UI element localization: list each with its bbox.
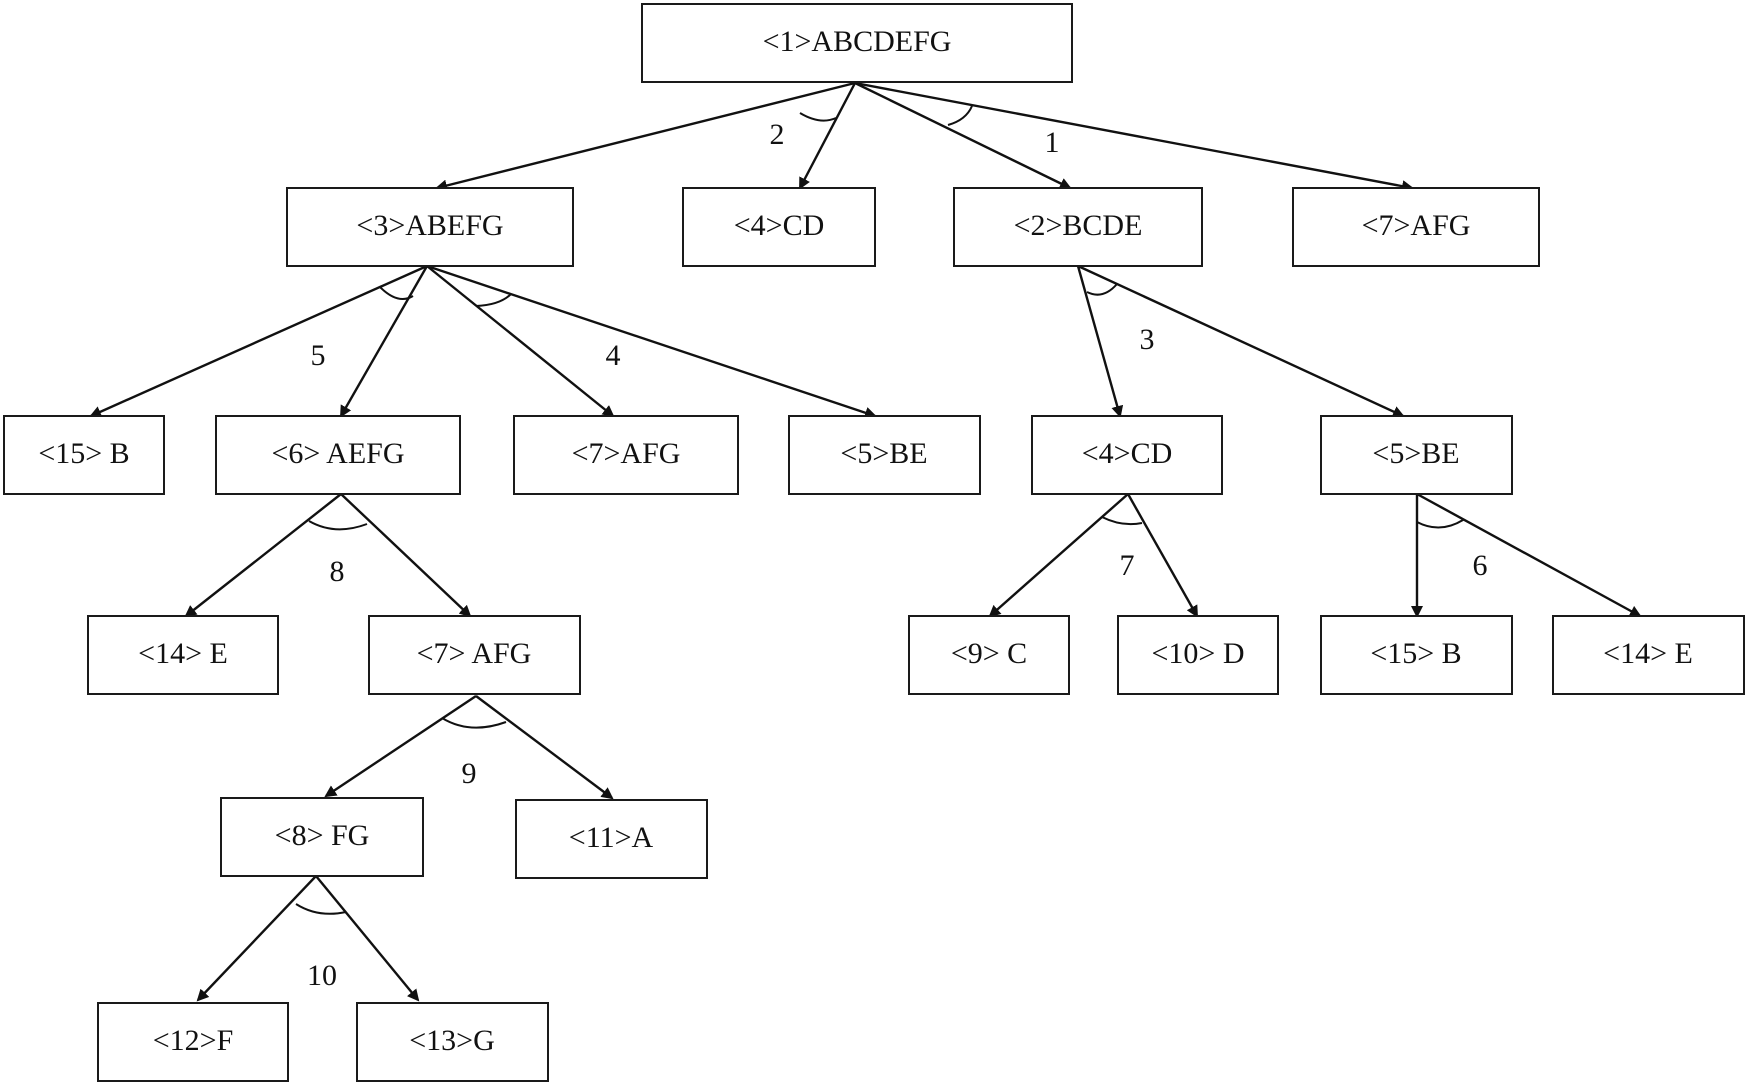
- edge-n8-n12: [196, 875, 317, 1002]
- node-label: <4>CD: [734, 209, 825, 242]
- node-label: <13>G: [409, 1024, 495, 1057]
- edge-n2-n4b: [1076, 265, 1124, 418]
- edge-n6-n7c: [340, 493, 472, 618]
- node-n6: <6> AEFG: [215, 415, 461, 495]
- and-arc-5: [379, 286, 414, 300]
- node-label: <14> E: [138, 637, 228, 670]
- and-arc-9: [441, 717, 507, 729]
- node-label: <9> C: [951, 637, 1027, 670]
- connector-label-3: 3: [1140, 323, 1155, 356]
- node-n2: <2>BCDE: [953, 187, 1203, 267]
- node-n9: <9> C: [908, 615, 1070, 695]
- and-arc-1: [947, 105, 973, 126]
- node-n7b: <7>AFG: [513, 415, 739, 495]
- edge-n1-n3: [435, 81, 856, 192]
- and-arc-4: [475, 293, 512, 307]
- edge-n5b-n14b: [1416, 492, 1642, 618]
- node-n4a: <4>CD: [682, 187, 876, 267]
- edge-n3-n5a: [426, 264, 877, 419]
- edge-n1-n7a: [854, 81, 1414, 193]
- node-label: <15> B: [1370, 637, 1461, 670]
- connector-label-9: 9: [462, 757, 477, 790]
- and-arc-7: [1101, 516, 1143, 526]
- edge-n1-n4a: [798, 82, 857, 190]
- edge-n6-n14a: [184, 493, 342, 618]
- node-label: <4>CD: [1082, 437, 1173, 470]
- node-label: <5>BE: [840, 437, 927, 470]
- connector-label-6: 6: [1473, 549, 1488, 582]
- node-n8: <8> FG: [220, 797, 424, 877]
- node-n10: <10> D: [1117, 615, 1279, 695]
- node-n3: <3>ABEFG: [286, 187, 574, 267]
- edge-n4b-n10: [1126, 493, 1199, 618]
- and-arc-3: [1086, 283, 1118, 296]
- edge-n2-n5b: [1077, 264, 1405, 418]
- node-n15b: <15> B: [1320, 615, 1513, 695]
- node-label: <14> E: [1603, 637, 1693, 670]
- node-label: <7> AFG: [417, 637, 532, 670]
- connector-label-5: 5: [311, 339, 326, 372]
- connector-labels: 2 1 5 4 3 8 7 6 9 10: [307, 118, 1488, 992]
- node-n12: <12>F: [97, 1002, 289, 1082]
- node-label: <2>BCDE: [1014, 209, 1143, 242]
- node-n7a: <7>AFG: [1292, 187, 1540, 267]
- and-arc-8: [308, 520, 368, 531]
- and-arc-2: [799, 112, 837, 122]
- connector-label-7: 7: [1120, 549, 1135, 582]
- edges: [89, 81, 1642, 1002]
- and-arcs: [295, 105, 1464, 915]
- node-label: <7>AFG: [1362, 209, 1471, 242]
- node-label: <3>ABEFG: [356, 209, 503, 242]
- node-n5b: <5>BE: [1320, 415, 1513, 495]
- node-n1: <1>ABCDEFG: [641, 3, 1073, 83]
- edge-n4b-n9: [988, 493, 1129, 618]
- connector-label-10: 10: [307, 959, 337, 992]
- edge-n3-n7b: [426, 265, 615, 418]
- node-n13: <13>G: [356, 1002, 549, 1082]
- edge-n8-n13: [315, 875, 420, 1002]
- node-n5a: <5>BE: [788, 415, 981, 495]
- node-label: <7>AFG: [572, 437, 681, 470]
- node-label: <10> D: [1151, 637, 1244, 670]
- node-n4b: <4>CD: [1031, 415, 1223, 495]
- edge-n1-n2: [854, 81, 1072, 190]
- and-arc-10: [295, 903, 347, 915]
- edge-n3-n6: [339, 265, 429, 418]
- node-label: <8> FG: [275, 819, 370, 852]
- node-label: <11>A: [569, 821, 654, 854]
- connector-label-2: 2: [770, 118, 785, 151]
- node-n14a: <14> E: [87, 615, 279, 695]
- node-n11: <11>A: [515, 799, 708, 879]
- connector-label-8: 8: [330, 555, 345, 588]
- node-label: <1>ABCDEFG: [763, 25, 952, 58]
- node-label: <12>F: [153, 1024, 234, 1057]
- node-label: <6> AEFG: [271, 437, 404, 470]
- edge-n7c-n8: [324, 695, 477, 798]
- connector-label-1: 1: [1045, 126, 1060, 159]
- nodes: <1>ABCDEFG <3>ABEFG <4>CD <2>BCDE <7>AFG…: [3, 3, 1745, 1082]
- edge-n7c-n11: [475, 695, 614, 800]
- connector-label-4: 4: [606, 339, 621, 372]
- node-label: <15> B: [38, 437, 129, 470]
- edge-n3-n15a: [89, 264, 428, 418]
- and-arc-6: [1416, 519, 1464, 529]
- node-n14b: <14> E: [1552, 615, 1745, 695]
- node-label: <5>BE: [1372, 437, 1459, 470]
- node-n15a: <15> B: [3, 415, 165, 495]
- node-n7c: <7> AFG: [368, 615, 581, 695]
